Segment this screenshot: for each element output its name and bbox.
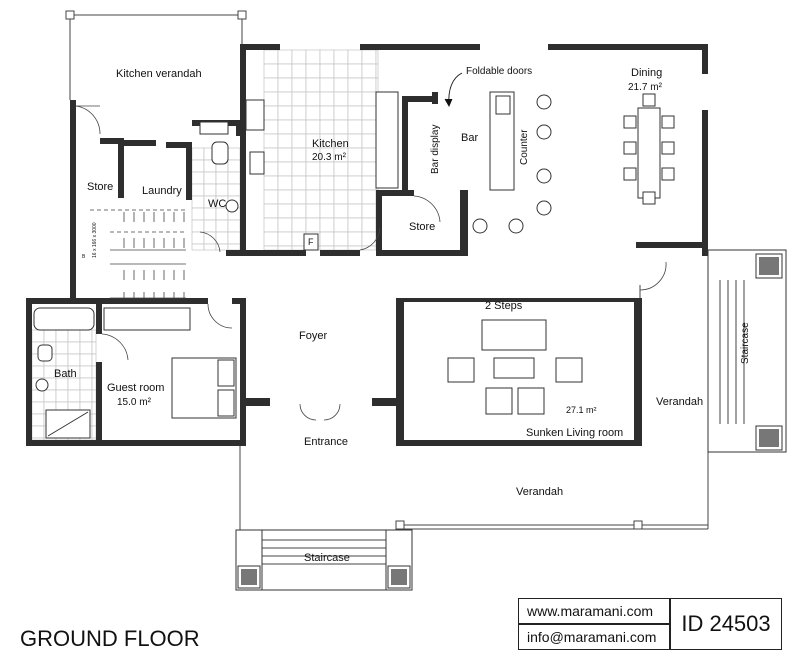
bath-fixtures	[33, 307, 95, 439]
label-foyer: Foyer	[299, 330, 327, 342]
label-verandah-right: Verandah	[656, 396, 703, 408]
right-staircase	[707, 249, 787, 453]
living-furniture	[447, 319, 583, 415]
stair-treads	[123, 212, 185, 298]
page-title: GROUND FLOOR	[20, 626, 200, 651]
label-sunken-living-area: 27.1 m²	[566, 405, 597, 415]
label-bar-display: Bar display	[430, 125, 441, 174]
label-wc: WC	[208, 198, 226, 210]
label-counter: Counter	[519, 129, 530, 165]
front-staircase	[235, 529, 413, 591]
label-guest-room: Guest room	[107, 382, 164, 394]
dining-table	[623, 93, 675, 205]
label-kitchen-verandah: Kitchen verandah	[116, 68, 202, 80]
label-bath: Bath	[54, 368, 77, 380]
bar-stools	[472, 94, 552, 234]
credit-email-text: info@maramani.com	[527, 629, 657, 645]
label-laundry: Laundry	[142, 185, 182, 197]
kitchen-fixtures	[199, 91, 515, 251]
label-stair-note: 16 x 166 x 3000	[92, 222, 98, 258]
label-kitchen: Kitchen	[312, 138, 349, 150]
label-staircase-right: Staircase	[740, 322, 751, 364]
label-bar: Bar	[461, 132, 478, 144]
internal-stairs	[90, 209, 186, 299]
wc-fixtures	[211, 141, 239, 213]
label-kitchen-area: 20.3 m²	[312, 152, 347, 163]
plan-id-box: ID 24503	[670, 598, 782, 650]
label-verandah-front: Verandah	[516, 486, 563, 498]
guest-bed	[103, 307, 237, 419]
fridge-mark: F	[308, 237, 314, 247]
door-swings	[75, 99, 667, 421]
verandah-outlines	[65, 10, 709, 531]
credit-email[interactable]: info@maramani.com	[518, 624, 670, 650]
walls	[26, 44, 708, 446]
label-entrance: Entrance	[304, 436, 348, 448]
label-dining-area: 21.7 m²	[628, 82, 663, 93]
label-staircase-front: Staircase	[304, 552, 350, 564]
label-guest-room-area: 15.0 m²	[117, 397, 152, 408]
foldable-doors-arrow	[444, 72, 463, 108]
label-stair-mark: B	[82, 254, 86, 260]
kitchen-floor-tiles	[263, 49, 379, 251]
label-dining: Dining	[631, 67, 662, 79]
wc-floor-tiles	[191, 147, 241, 251]
label-foldable-doors: Foldable doors	[466, 66, 532, 77]
label-store-left: Store	[87, 181, 113, 193]
plan-id-text: ID 24503	[681, 611, 771, 636]
label-store-bar: Store	[409, 221, 435, 233]
label-two-steps: 2 Steps	[485, 300, 523, 312]
label-sunken-living: Sunken Living room	[526, 427, 623, 439]
credit-website-text: www.maramani.com	[527, 603, 654, 619]
credit-website[interactable]: www.maramani.com	[518, 598, 670, 624]
